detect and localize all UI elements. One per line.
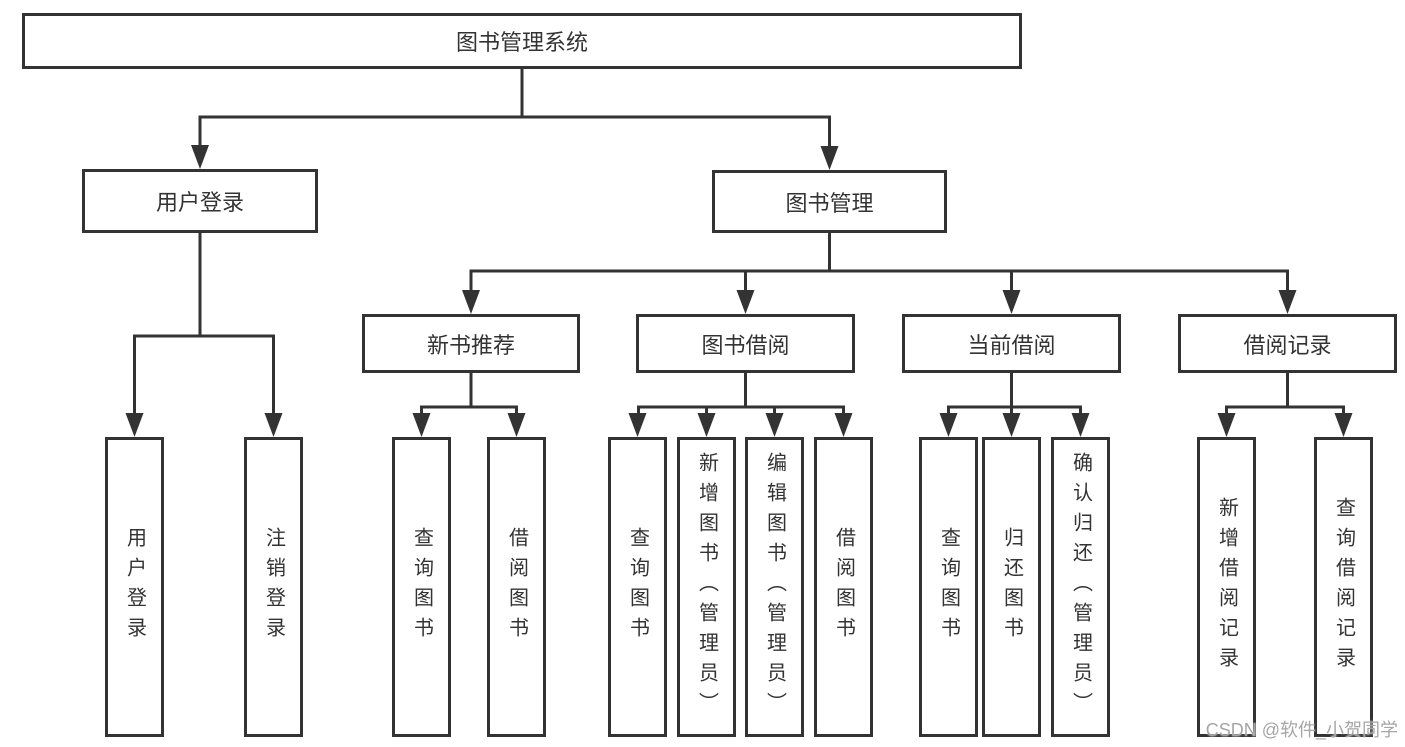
leaf-confirm-return-admin: 确认归还（管理员）: [1051, 437, 1110, 737]
node-label: 借阅图书: [832, 527, 855, 647]
leaf-borrow-book-recommend: 借阅图书: [487, 437, 546, 737]
leaf-borrow-book: 借阅图书: [814, 437, 873, 737]
arrowhead-icon: [820, 146, 839, 170]
node-label: 图书管理: [785, 190, 874, 216]
leaf-add-borrow-record: 新增借阅记录: [1197, 437, 1256, 737]
leaf-query-book-borrow: 查询图书: [608, 437, 667, 737]
arrowhead-icon: [765, 413, 784, 437]
connector-path: [133, 68, 1345, 415]
node-label: 查询图书: [626, 527, 649, 647]
node-book-borrow: 图书借阅: [636, 314, 855, 373]
node-label: 借阅记录: [1243, 332, 1332, 358]
arrowhead-icon: [462, 290, 480, 314]
leaf-query-book-current: 查询图书: [919, 437, 978, 737]
arrowhead-icon: [191, 145, 209, 169]
arrowhead-icon: [1002, 413, 1021, 437]
leaf-user-login: 用户登录: [105, 437, 164, 737]
arrowhead-icon: [1334, 413, 1353, 437]
arrowhead-icon: [1278, 290, 1297, 314]
node-label: 确认归还（管理员）: [1069, 452, 1092, 722]
arrowhead-icon: [1002, 290, 1021, 314]
node-user-login: 用户登录: [82, 169, 318, 233]
node-label: 查询图书: [937, 527, 960, 647]
node-label: 用户登录: [123, 527, 146, 647]
leaf-edit-book-admin: 编辑图书（管理员）: [745, 437, 804, 737]
node-book-management: 图书管理: [712, 170, 947, 233]
node-new-book-recommend: 新书推荐: [362, 314, 580, 373]
node-label: 编辑图书（管理员）: [763, 452, 786, 722]
node-library-system: 图书管理系统: [22, 13, 1022, 69]
node-label: 图书管理系统: [455, 30, 588, 55]
arrowhead-icon: [264, 413, 283, 437]
arrowhead-icon: [1071, 413, 1090, 437]
leaf-logout: 注销登录: [244, 437, 303, 737]
leaf-query-book-recommend: 查询图书: [392, 437, 451, 737]
node-label: 归还图书: [1000, 527, 1023, 647]
node-label: 注销登录: [262, 527, 285, 647]
node-label: 查询图书: [410, 527, 433, 647]
node-label: 查询借阅记录: [1332, 497, 1355, 677]
node-current-borrow: 当前借阅: [902, 314, 1121, 373]
arrowhead-icon: [125, 413, 144, 437]
leaf-query-borrow-record: 查询借阅记录: [1314, 437, 1373, 737]
csdn-watermark: CSDN @软件_小贺同学: [1205, 720, 1398, 740]
arrowhead-icon: [507, 413, 526, 437]
arrowhead-icon: [412, 413, 431, 437]
node-label: 新增借阅记录: [1215, 497, 1238, 677]
node-label: 当前借阅: [967, 332, 1056, 358]
arrowhead-icon: [834, 413, 853, 437]
arrowhead-icon: [939, 413, 958, 437]
node-borrow-record: 借阅记录: [1178, 314, 1397, 373]
node-label: 用户登录: [155, 190, 244, 215]
node-label: 借阅图书: [505, 527, 528, 647]
arrowhead-icon: [697, 413, 716, 437]
node-label: 新书推荐: [426, 332, 515, 358]
leaf-return-book: 归还图书: [982, 437, 1041, 737]
node-label: 图书借阅: [701, 332, 790, 358]
node-label: 新增图书（管理员）: [695, 452, 718, 722]
arrowhead-icon: [628, 413, 647, 437]
arrowhead-icon: [1217, 413, 1236, 437]
arrowhead-icon: [736, 290, 755, 314]
leaf-add-book-admin: 新增图书（管理员）: [677, 437, 736, 737]
